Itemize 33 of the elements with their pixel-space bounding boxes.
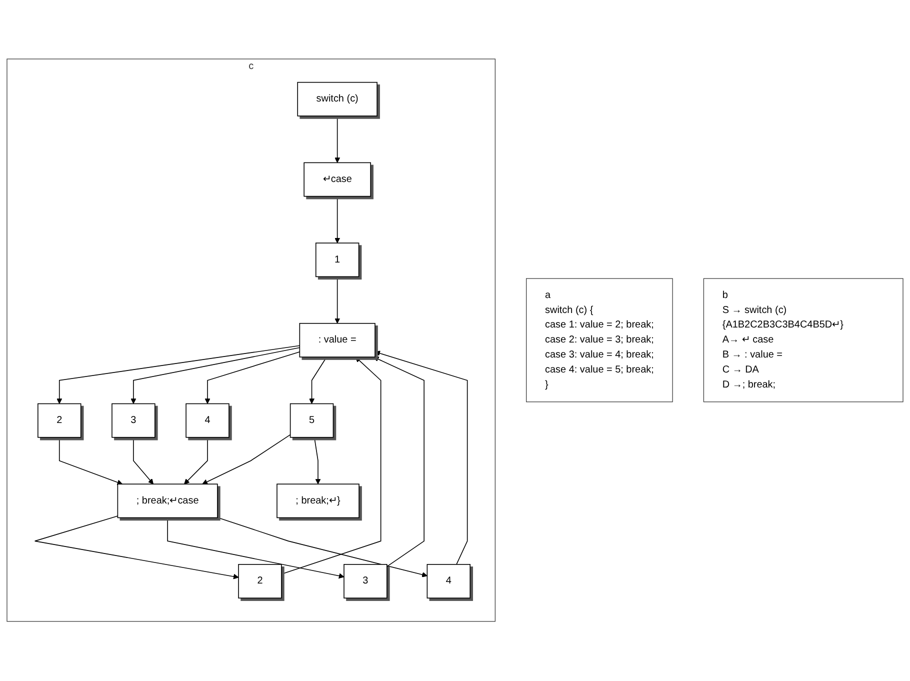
node-box: b S → switch (c) {A1B2C2B3C3B4C4B5D↵} A→ ↵ case B → : value = C → DA D →; break; xyxy=(703,278,904,402)
node-box: 2 xyxy=(238,564,282,599)
node-box: switch (c) xyxy=(297,82,378,117)
arrow xyxy=(334,196,340,244)
arrow xyxy=(334,276,340,324)
node-box: 4 xyxy=(186,404,230,438)
arrow xyxy=(281,357,382,575)
arrow xyxy=(334,116,340,164)
arrow xyxy=(58,437,123,486)
node-box: 4 xyxy=(426,564,470,599)
node-box: 3 xyxy=(344,564,388,599)
arrow xyxy=(202,434,291,485)
arrow xyxy=(133,437,154,485)
node-box: 5 xyxy=(290,404,334,438)
node-box: : value = xyxy=(299,323,376,358)
node-box: a switch (c) { case 1: value = 2; break; case 2: value = 3; break; case 3: value = 4; break; case 4: value = 5; break; } xyxy=(526,278,673,402)
arrow xyxy=(184,437,208,485)
arrow xyxy=(34,516,239,580)
arrow xyxy=(130,348,300,404)
node-box: 1 xyxy=(315,242,360,278)
node-box: ; break;↵} xyxy=(276,484,360,518)
arrow xyxy=(314,437,321,485)
node-box: ; break;↵case xyxy=(117,484,218,518)
arrow xyxy=(217,517,428,578)
node-box: ↵case xyxy=(304,162,371,198)
arrow xyxy=(167,518,344,579)
arrow xyxy=(374,350,468,566)
arrow xyxy=(373,356,424,568)
arrow xyxy=(204,352,300,404)
arrow xyxy=(56,346,300,404)
node-box: 2 xyxy=(38,404,82,438)
node-box: 3 xyxy=(112,404,156,438)
arrow xyxy=(309,356,328,404)
